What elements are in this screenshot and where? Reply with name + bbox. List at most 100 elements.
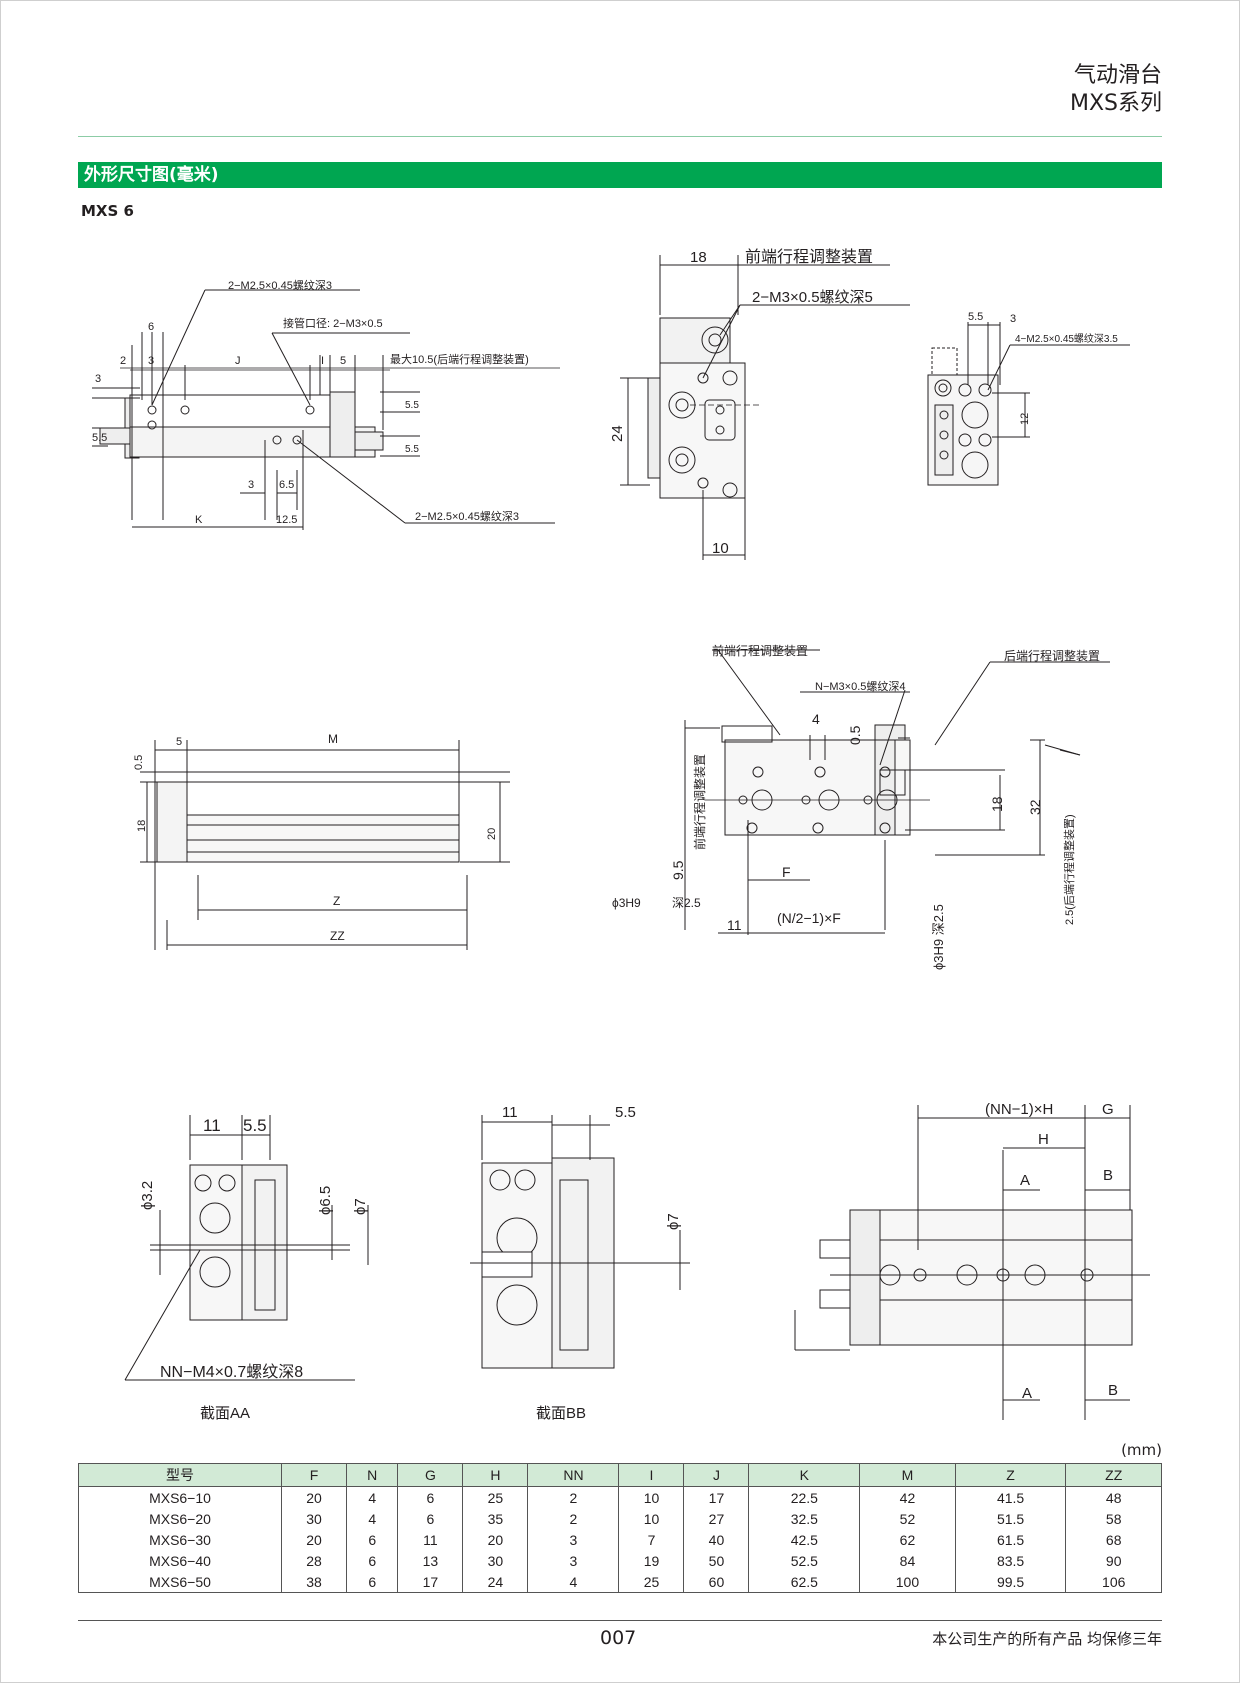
- table-cell: 41.5: [954, 1486, 1067, 1508]
- table-cell: 106: [1065, 1571, 1162, 1593]
- table-cell: 51.5: [954, 1508, 1067, 1529]
- table-cell: 10: [618, 1486, 685, 1508]
- col-header: M: [859, 1463, 956, 1487]
- table-cell: MXS6−30: [78, 1529, 282, 1550]
- dim-m25-bot: 2−M2.5×0.45螺纹深3: [415, 509, 519, 523]
- table-cell: 6: [345, 1550, 399, 1571]
- table-front-adjust-vert: 前端行程调整装置: [692, 754, 707, 850]
- table-cell: 4: [345, 1508, 399, 1529]
- dim-max: 最大10.5(后端行程调整装置): [390, 352, 529, 366]
- table-cell: 28: [281, 1550, 347, 1571]
- dim-nf: (N/2−1)×F: [777, 910, 841, 926]
- dim-5-side: 5: [176, 736, 182, 748]
- table-cell: 100: [859, 1571, 956, 1593]
- table-cell: 7: [618, 1529, 685, 1550]
- dim-10: 10: [712, 540, 729, 557]
- dim-phi7-aa: ϕ7: [352, 1198, 369, 1215]
- table-cell: MXS6−10: [78, 1486, 282, 1508]
- dim-55-bb: 5.5: [615, 1104, 636, 1121]
- col-header: I: [618, 1463, 685, 1487]
- table-cell: 2: [527, 1508, 620, 1529]
- dim-11-table: 11: [727, 917, 742, 933]
- table-cell: 6: [345, 1571, 399, 1593]
- table-cell: MXS6−40: [78, 1550, 282, 1571]
- table-cell: 3: [527, 1529, 620, 1550]
- table-cell: 25: [618, 1571, 685, 1593]
- table-cell: 52.5: [748, 1550, 861, 1571]
- table-cell: 99.5: [954, 1571, 1067, 1593]
- table-cell: 20: [281, 1486, 347, 1508]
- col-header: NN: [527, 1463, 620, 1487]
- col-header: K: [748, 1463, 861, 1487]
- drawing-stroke-view: (NN−1)×H G H A B A B: [794, 1101, 1150, 1420]
- section-aa-caption: 截面AA: [200, 1405, 250, 1422]
- table-nm3-label: N−M3×0.5螺纹深4: [815, 679, 905, 693]
- table-cell: 4: [345, 1486, 399, 1508]
- dim-125: 12.5: [276, 514, 297, 526]
- table-cell: 11: [397, 1529, 464, 1550]
- table-cell: 30: [462, 1550, 529, 1571]
- table-cell: 60: [683, 1571, 750, 1593]
- table-cell: 22.5: [748, 1486, 861, 1508]
- table-cell: 83.5: [954, 1550, 1067, 1571]
- table-cell: 3: [527, 1550, 620, 1571]
- series-title-line2: MXS系列: [1069, 91, 1162, 116]
- drawing-table-view: 前端行程调整装置 N−M3×0.5螺纹深4 后端行程调整装置 4 0.5 18 …: [612, 643, 1110, 970]
- dim-3-left: 3: [95, 373, 101, 385]
- table-cell: 62.5: [748, 1571, 861, 1593]
- table-cell: 17: [683, 1486, 750, 1508]
- table-cell: 35: [462, 1508, 529, 1529]
- table-cell: 42: [859, 1486, 956, 1508]
- col-header: F: [281, 1463, 347, 1487]
- dim-F: F: [782, 864, 791, 880]
- dim-nnh: (NN−1)×H: [985, 1101, 1053, 1118]
- dim-32: 32: [1027, 799, 1043, 815]
- table-cell: 30: [281, 1508, 347, 1529]
- table-cell: MXS6−20: [78, 1508, 282, 1529]
- dim-12: 12: [1019, 413, 1031, 425]
- table-cell: 6: [397, 1486, 464, 1508]
- col-header: 型号: [78, 1463, 282, 1487]
- header-rule: [78, 136, 1162, 137]
- table-cell: 20: [462, 1529, 529, 1550]
- table-phi-right: ϕ3H9 深2.5: [931, 904, 946, 970]
- series-title: 气动滑台 MXS系列: [1070, 62, 1162, 118]
- table-cell: 68: [1065, 1529, 1162, 1550]
- section-b-bottom: B: [1108, 1382, 1118, 1399]
- table-front-adjust: 前端行程调整装置: [712, 643, 808, 658]
- col-header: Z: [954, 1463, 1067, 1487]
- dim-pipe: 接管口径: 2−M3×0.5: [283, 316, 383, 330]
- drawing-rear-view: 5.5 3 4−M2.5×0.45螺纹深3.5 12: [927, 311, 1130, 486]
- drawing-top-view: 2−M2.5×0.45螺纹深3 接管口径: 2−M3×0.5 最大10.5(后端…: [92, 278, 560, 530]
- dim-18-side: 18: [136, 820, 148, 832]
- dim-55-rear: 5.5: [968, 311, 983, 323]
- table-cell: 52: [859, 1508, 956, 1529]
- col-header: ZZ: [1065, 1463, 1162, 1487]
- dim-6: 6: [148, 321, 154, 333]
- table-cell: 6: [345, 1529, 399, 1550]
- table-cell: 32.5: [748, 1508, 861, 1529]
- table-cell: 38: [281, 1571, 347, 1593]
- table-cell: 2: [527, 1486, 620, 1508]
- dim-95: 9.5: [670, 860, 686, 880]
- table-cell: 4: [527, 1571, 620, 1593]
- col-header: H: [462, 1463, 529, 1487]
- dim-3: 3: [148, 355, 154, 367]
- section-a-bottom: A: [1022, 1385, 1032, 1402]
- table-cell: 48: [1065, 1486, 1162, 1508]
- dim-55-right-a: 5.5: [405, 400, 419, 411]
- table-cell: 10: [618, 1508, 685, 1529]
- table-cell: MXS6−50: [78, 1571, 282, 1593]
- col-header: N: [345, 1463, 399, 1487]
- table-cell: 62: [859, 1529, 956, 1550]
- dim-K: K: [195, 514, 203, 526]
- dim-2: 2: [120, 355, 126, 367]
- dim-18-front: 18: [690, 249, 707, 266]
- dim-3-rear: 3: [1010, 313, 1016, 325]
